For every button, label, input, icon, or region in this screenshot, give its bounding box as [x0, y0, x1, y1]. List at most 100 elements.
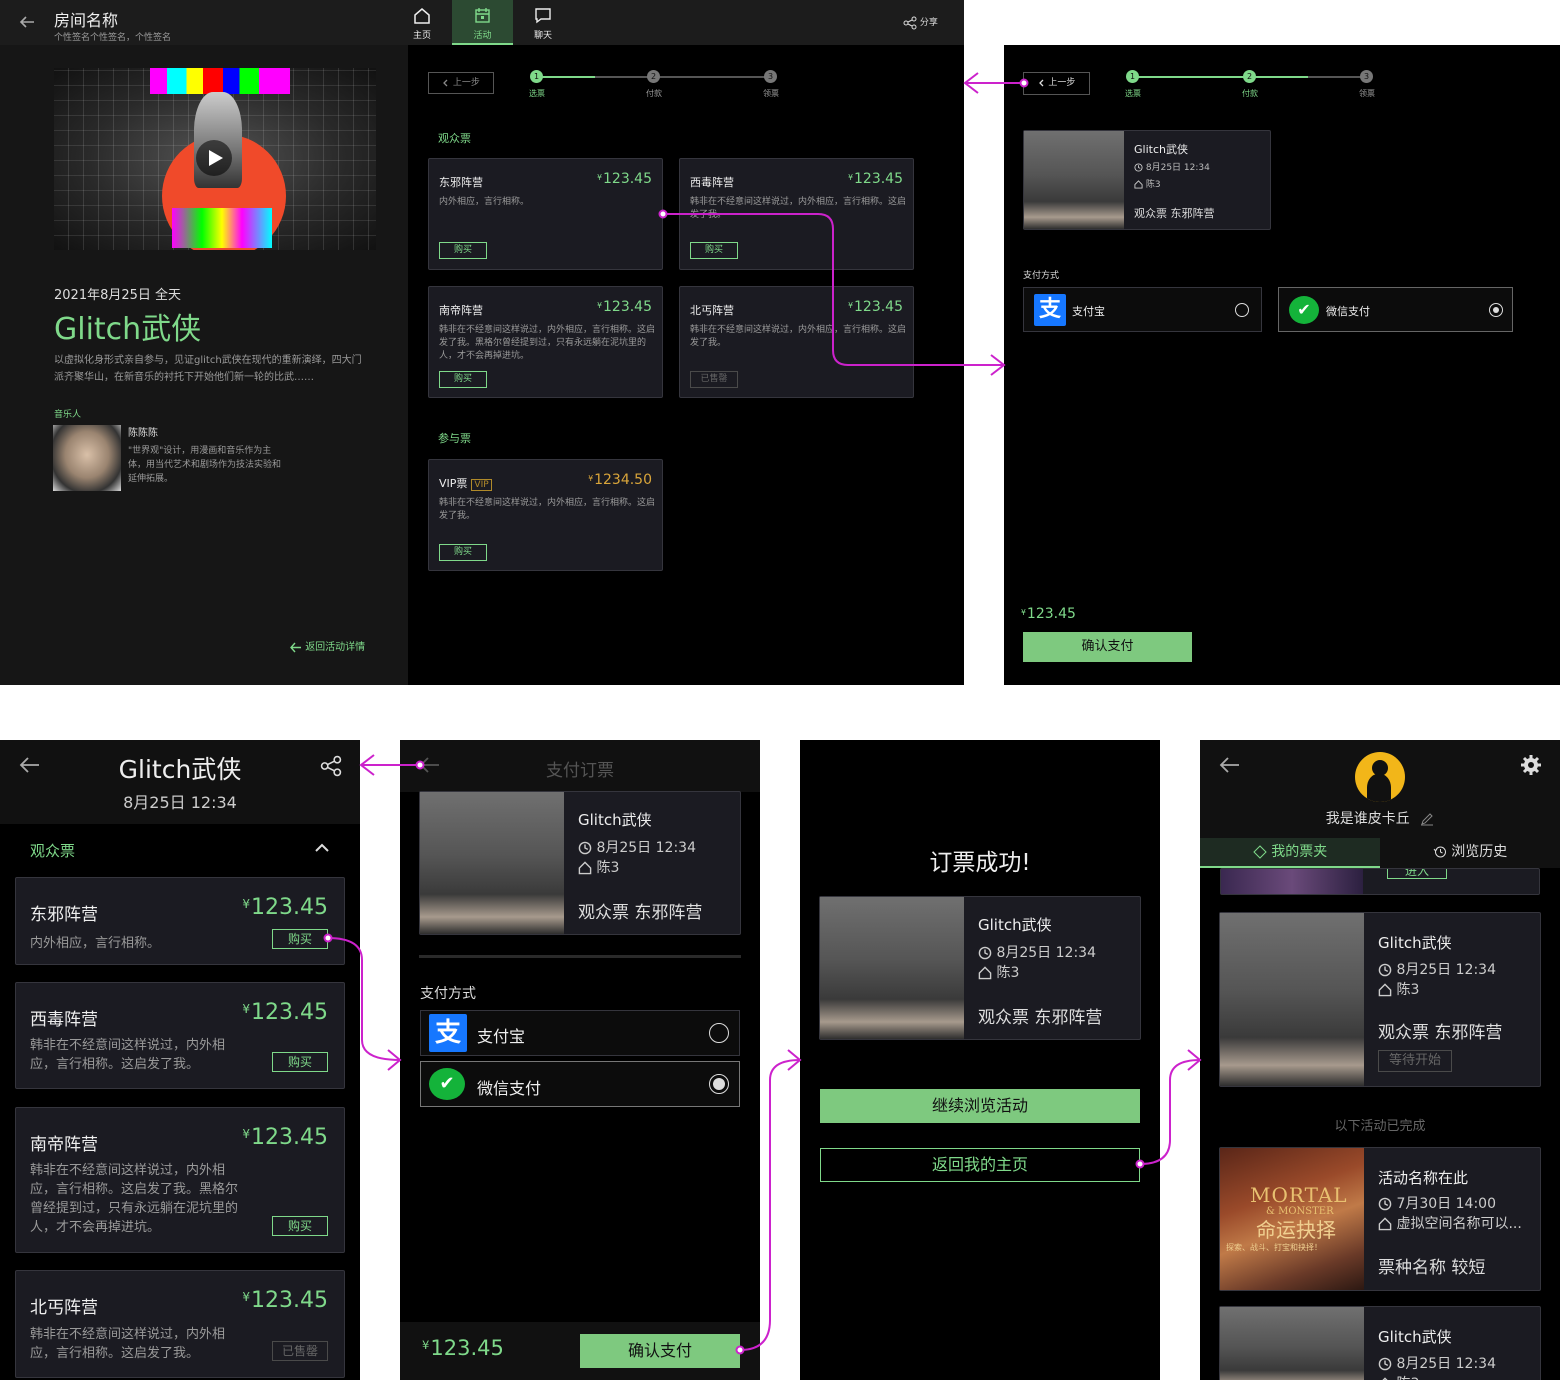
- ticket-card-east[interactable]: 东邪阵营 ¥123.45 内外相应，言行相称。 购买: [15, 877, 345, 965]
- enter-button[interactable]: 进入: [1387, 869, 1447, 879]
- tab-history[interactable]: 浏览历史: [1380, 838, 1560, 868]
- prev-step-button[interactable]: 上一步: [1023, 72, 1090, 95]
- ticket-desc: 韩非在不经意间这样说过，内外相应，言行相称。这启发了我。: [690, 325, 907, 348]
- avatar-silhouette-body: [1367, 774, 1391, 802]
- ticket-card-north[interactable]: 北丐阵营 ¥123.45 韩非在不经意间这样说过，内外相应，言行相称。这启发了我…: [15, 1270, 345, 1378]
- buy-button[interactable]: 购买: [272, 929, 328, 949]
- event-date: 8月25日 12:34: [123, 793, 237, 812]
- confirm-pay-button[interactable]: 确认支付: [1023, 632, 1192, 662]
- ticket-type: 观众票 东邪阵营: [1134, 207, 1215, 220]
- musician-desc: "世界观"设计，用漫画和音乐作为主体，用当代艺术和剧场作为技法实验和延伸拓展。: [128, 446, 282, 484]
- ticket-title: Glitch武侠: [1134, 143, 1188, 156]
- ticket-time: 8月25日 12:34: [1378, 1353, 1496, 1373]
- ticket-place-text: 陈3: [596, 860, 620, 876]
- ticket-place: 陈3: [1134, 177, 1161, 190]
- buy-button[interactable]: 购买: [439, 371, 487, 388]
- confirm-pay-button[interactable]: 确认支付: [580, 1334, 740, 1368]
- ticket-summary: Glitch武侠 8月25日 12:34 陈3 观众票 东邪阵营: [819, 896, 1141, 1040]
- poster-title-cn: 命运抉择: [1256, 1214, 1336, 1243]
- tab-my-tickets[interactable]: 我的票夹: [1200, 838, 1380, 868]
- step-line-done: [1137, 76, 1308, 78]
- ticket-card-north[interactable]: 北丐阵营 ¥123.45 韩非在不经意间这样说过，内外相应，言行相称。这启发了我…: [679, 286, 914, 398]
- ticket-card-east[interactable]: 东邪阵营 ¥123.45 内外相应，言行相称。 购买: [428, 158, 663, 270]
- ticket-thumbnail: [1024, 131, 1124, 229]
- ticket-card-completed[interactable]: Glitch武侠 8月25日 12:34 陈3: [1219, 1306, 1541, 1380]
- back-arrow-icon[interactable]: [1218, 755, 1240, 775]
- event-title: Glitch武侠: [54, 312, 202, 347]
- wechat-label: 微信支付: [477, 1079, 542, 1098]
- ticket-title: Glitch武侠: [578, 811, 652, 829]
- wechat-option[interactable]: ✔ 微信支付: [1278, 287, 1513, 332]
- ticket-card[interactable]: Glitch武侠 8月25日 12:34 陈3 观众票 东邪阵营 等待开始: [1219, 912, 1541, 1087]
- chevron-up-icon[interactable]: [314, 841, 330, 853]
- step-line-todo: [1308, 76, 1366, 78]
- return-home-button[interactable]: 返回我的主页: [820, 1148, 1140, 1182]
- ticket-card-completed[interactable]: MORTAL & MONSTER 命运抉择 探索、战斗、打宝和抉择！ 活动名称在…: [1219, 1147, 1541, 1291]
- buy-button[interactable]: 购买: [690, 242, 738, 259]
- step-1-dot: 1: [1126, 70, 1139, 83]
- video-player[interactable]: [54, 68, 376, 250]
- radio-checked[interactable]: [1489, 303, 1503, 317]
- house-icon: [578, 861, 592, 875]
- ticket-card-south[interactable]: 南帝阵营 ¥123.45 韩非在不经意间这样说过，内外相应，言行相称。这启发了我…: [15, 1107, 345, 1253]
- tab-label: 我的票夹: [1271, 844, 1328, 860]
- buy-button[interactable]: 购买: [439, 242, 487, 259]
- event-title: Glitch武侠: [118, 755, 242, 784]
- buy-button[interactable]: 购买: [272, 1216, 328, 1236]
- ticket-card-west[interactable]: 西毒阵营 ¥123.45 韩非在不经意间这样说过，内外相应，言行相称。这启发了我…: [679, 158, 914, 270]
- ticket-name: 北丐阵营: [30, 1298, 98, 1318]
- back-to-detail-link[interactable]: 返回活动详情: [289, 638, 365, 653]
- share-button[interactable]: 分享: [903, 15, 938, 30]
- step-2-label: 付款: [646, 89, 662, 98]
- gear-icon[interactable]: [1520, 754, 1542, 776]
- clock-icon: [1378, 963, 1392, 977]
- nav-chat[interactable]: 聊天: [513, 0, 573, 45]
- radio-checked[interactable]: [709, 1074, 729, 1094]
- back-arrow-icon[interactable]: [18, 13, 36, 31]
- arrowhead: [990, 354, 1006, 376]
- total-price: ¥123.45: [422, 1336, 504, 1360]
- vip-name: VIP票: [439, 477, 468, 490]
- ticket-card-west[interactable]: 西毒阵营 ¥123.45 韩非在不经意间这样说过，内外相应，言行相称。这启发了我…: [15, 982, 345, 1089]
- step-1-label: 选票: [529, 89, 545, 98]
- ticket-time: 8月25日 12:34: [1134, 160, 1210, 173]
- nav-home[interactable]: 主页: [392, 0, 452, 45]
- arrowhead: [963, 72, 979, 94]
- ticket-price: ¥123.45: [242, 895, 328, 920]
- alipay-option[interactable]: 支 支付宝: [420, 1010, 740, 1056]
- ticket-place: 陈3: [1378, 979, 1419, 999]
- ticket-name: 北丐阵营: [690, 304, 734, 317]
- house-icon: [1134, 180, 1143, 189]
- ticket-card-partial[interactable]: 进入: [1220, 868, 1540, 895]
- vip-badge: VIP: [471, 479, 492, 491]
- chat-icon: [534, 7, 552, 24]
- alipay-icon: 支: [1034, 294, 1066, 326]
- prev-step-button[interactable]: 上一步: [428, 72, 494, 94]
- ticket-desc: 韩非在不经意间这样说过，内外相应，言行相称。这启发了我。: [30, 1327, 226, 1361]
- back-arrow-icon[interactable]: [18, 755, 40, 775]
- continue-browse-button[interactable]: 继续浏览活动: [820, 1089, 1140, 1123]
- alipay-icon: 支: [429, 1014, 467, 1052]
- radio-unchecked[interactable]: [709, 1023, 729, 1043]
- nav-activity[interactable]: 活动: [452, 0, 513, 45]
- ticket-name: 东邪阵营: [30, 905, 98, 925]
- play-icon: [208, 149, 224, 167]
- alipay-option[interactable]: 支 支付宝: [1023, 287, 1262, 332]
- section-audience: 观众票: [438, 132, 471, 145]
- nav-home-label: 主页: [412, 31, 431, 41]
- play-button[interactable]: [196, 140, 232, 176]
- wechat-option[interactable]: ✔ 微信支付: [420, 1061, 740, 1107]
- step-line-todo: [595, 76, 771, 78]
- buy-button[interactable]: 购买: [272, 1052, 328, 1072]
- musician-name: 陈陈陈: [128, 428, 158, 439]
- radio-unchecked[interactable]: [1235, 303, 1249, 317]
- alipay-label: 支付宝: [477, 1027, 526, 1046]
- share-icon[interactable]: [320, 755, 342, 777]
- ticket-card-south[interactable]: 南帝阵营 ¥123.45 韩非在不经意间这样说过，内外相应，言行相称。这启发了我…: [428, 286, 663, 398]
- ticket-time-text: 7月30日 14:00: [1396, 1196, 1496, 1212]
- buy-button[interactable]: 购买: [439, 544, 487, 561]
- alipay-label: 支付宝: [1072, 305, 1105, 318]
- nav-activity-label: 活动: [473, 31, 492, 41]
- edit-icon[interactable]: [1420, 812, 1434, 826]
